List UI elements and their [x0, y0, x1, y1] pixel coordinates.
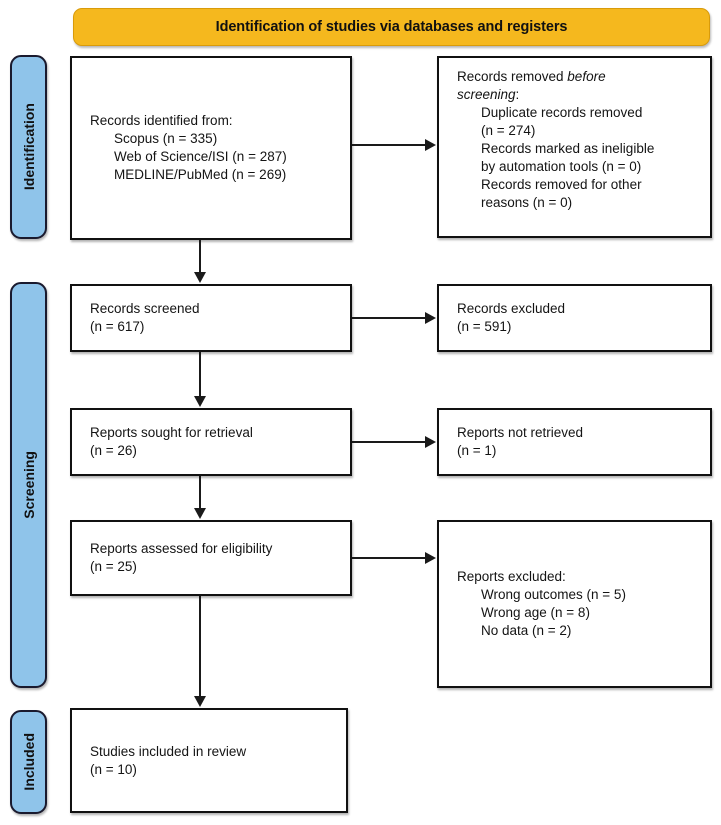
stage-tab-included: Included [10, 710, 47, 814]
records-excluded-line2: (n = 591) [457, 319, 512, 334]
records-identified-item-1: Web of Science/ISI (n = 287) [114, 149, 287, 164]
arrow-down-icon-assessed-to-included [194, 696, 206, 707]
reports-assessed-line1: Reports assessed for eligibility [90, 541, 273, 557]
box-reports-excluded: Reports excluded: Wrong outcomes (n = 5)… [437, 520, 712, 688]
records-removed-title-italic1: before [567, 69, 606, 84]
box-records-removed: Records removed before screening: Duplic… [437, 56, 712, 238]
box-reports-not-retrieved-text: Reports not retrieved (n = 1) [439, 424, 583, 460]
reports-excluded-item-0: Wrong outcomes (n = 5) [481, 587, 626, 603]
stage-tab-screening: Screening [10, 282, 47, 688]
records-identified-item-0: Scopus (n = 335) [114, 131, 218, 147]
stage-tab-screening-label: Screening [20, 451, 37, 519]
records-removed-item-5: reasons (n = 0) [481, 194, 573, 210]
box-studies-included-text: Studies included in review (n = 10) [72, 743, 246, 779]
connector-identified-to-removed [352, 144, 426, 146]
arrow-right-icon-screened-to-excluded [425, 312, 436, 324]
reports-assessed-line2: (n = 25) [90, 559, 137, 574]
records-removed-title-part2: : [515, 86, 520, 102]
studies-included-line2: (n = 10) [90, 761, 137, 777]
arrow-right-icon-sought-to-not-retrieved [425, 436, 436, 448]
connector-identified-to-screened [199, 240, 201, 273]
connector-assessed-to-included [199, 596, 201, 697]
box-reports-assessed-text: Reports assessed for eligibility (n = 25… [72, 540, 272, 576]
connector-assessed-to-excluded [352, 557, 426, 559]
header-banner-title: Identification of studies via databases … [215, 19, 568, 35]
arrow-right-icon-assessed-to-excluded [425, 552, 436, 564]
records-screened-line1: Records screened [90, 301, 200, 317]
connector-screened-to-sought [199, 352, 201, 397]
reports-excluded-item-1: Wrong age (n = 8) [481, 605, 590, 620]
connector-sought-to-assessed [199, 476, 201, 509]
box-studies-included: Studies included in review (n = 10) [70, 708, 348, 813]
records-removed-item-1: (n = 274) [481, 122, 536, 138]
records-removed-item-2: Records marked as ineligible [481, 140, 655, 156]
box-reports-sought: Reports sought for retrieval (n = 26) [70, 408, 352, 476]
box-records-identified-text: Records identified from: Scopus (n = 335… [72, 112, 287, 184]
records-removed-item-3: by automation tools (n = 0) [481, 158, 642, 174]
studies-included-line1: Studies included in review [90, 743, 247, 759]
connector-sought-to-not-retrieved [352, 441, 426, 443]
box-records-excluded-text: Records excluded (n = 591) [439, 300, 565, 336]
box-records-screened: Records screened (n = 617) [70, 284, 352, 352]
reports-sought-line2: (n = 26) [90, 443, 137, 458]
records-removed-item-0: Duplicate records removed [481, 104, 643, 120]
records-identified-title: Records identified from: [90, 113, 233, 129]
box-reports-not-retrieved: Reports not retrieved (n = 1) [437, 408, 712, 476]
connector-screened-to-excluded [352, 317, 426, 319]
records-screened-line2: (n = 617) [90, 319, 145, 334]
records-removed-item-4: Records removed for other [481, 176, 642, 192]
reports-excluded-title: Reports excluded: [457, 569, 566, 585]
box-records-identified: Records identified from: Scopus (n = 335… [70, 56, 352, 240]
stage-tab-identification: Identification [10, 55, 47, 239]
reports-excluded-item-2: No data (n = 2) [481, 622, 572, 638]
arrow-right-icon-identified-to-removed [425, 139, 436, 151]
box-records-excluded: Records excluded (n = 591) [437, 284, 712, 352]
arrow-down-icon-sought-to-assessed [194, 508, 206, 519]
arrow-down-icon-identified-to-screened [194, 272, 206, 283]
reports-sought-line1: Reports sought for retrieval [90, 425, 253, 441]
stage-tab-included-label: Included [20, 733, 37, 791]
arrow-down-icon-screened-to-sought [194, 396, 206, 407]
box-reports-assessed: Reports assessed for eligibility (n = 25… [70, 520, 352, 596]
records-identified-item-2: MEDLINE/PubMed (n = 269) [114, 166, 287, 182]
stage-tab-identification-label: Identification [20, 103, 37, 191]
reports-not-retrieved-line2: (n = 1) [457, 443, 497, 458]
records-removed-title-italic2: screening [457, 86, 516, 102]
reports-not-retrieved-line1: Reports not retrieved [457, 425, 584, 441]
box-records-screened-text: Records screened (n = 617) [72, 300, 200, 336]
records-removed-title-part1: Records removed [457, 69, 568, 84]
box-records-removed-text: Records removed before screening: Duplic… [439, 58, 654, 212]
box-reports-sought-text: Reports sought for retrieval (n = 26) [72, 424, 253, 460]
records-excluded-line1: Records excluded [457, 301, 566, 317]
box-reports-excluded-text: Reports excluded: Wrong outcomes (n = 5)… [439, 568, 626, 640]
header-banner: Identification of studies via databases … [73, 8, 710, 46]
